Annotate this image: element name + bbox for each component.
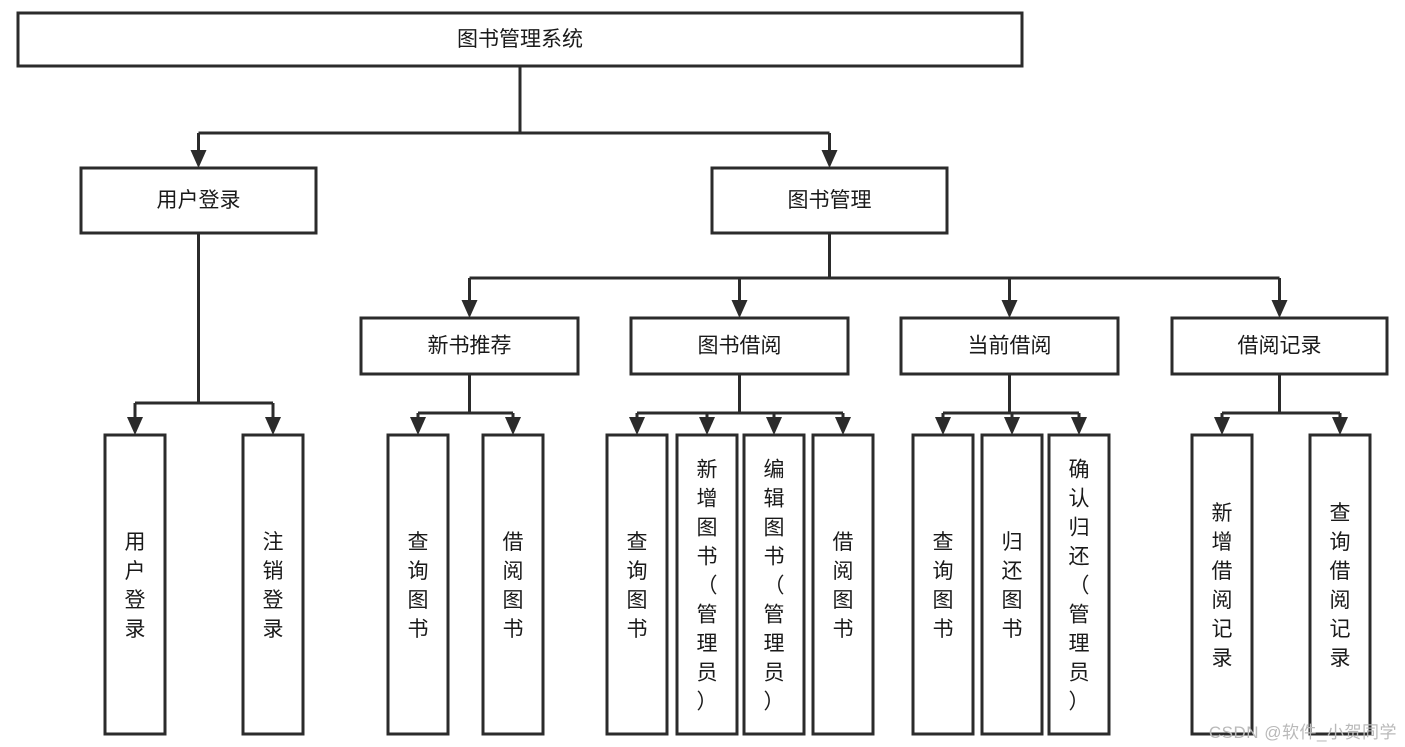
node-leaf-user-login-box[interactable] <box>103 433 167 736</box>
node-leaf-query-record[interactable]: 查询借阅记录 <box>1308 433 1372 736</box>
arrow-head-icon <box>629 417 645 435</box>
node-leaf-query-book-3[interactable]: 查询图书 <box>911 433 975 736</box>
arrow-head-icon <box>835 417 851 435</box>
node-current-borrow-box[interactable] <box>899 316 1120 376</box>
arrow-head-icon <box>935 417 951 435</box>
arrow-head-icon <box>1004 417 1020 435</box>
node-leaf-borrow-book-1-box[interactable] <box>481 433 545 736</box>
node-leaf-borrow-book-2[interactable]: 借阅图书 <box>811 433 875 736</box>
node-user-login-label: 用户登录 <box>157 189 241 212</box>
node-book-borrow-label: 图书借阅 <box>698 335 782 358</box>
node-leaf-return-book[interactable]: 归还图书 <box>980 433 1044 736</box>
arrow-head-icon <box>821 150 838 168</box>
node-leaf-query-record-label: 查询借阅记录 <box>1330 502 1351 670</box>
arrow-head-icon <box>265 417 281 435</box>
node-leaf-return-book-label: 归还图书 <box>1002 531 1023 641</box>
node-leaf-query-book-3-box[interactable] <box>911 433 975 736</box>
node-leaf-borrow-book-2-label: 借阅图书 <box>833 531 854 641</box>
arrow-head-icon <box>1214 417 1230 435</box>
node-book-manage-label: 图书管理 <box>788 189 872 212</box>
node-new-book-recommend-box[interactable] <box>359 316 580 376</box>
arrow-head-icon <box>766 417 782 435</box>
arrow-head-icon <box>410 417 426 435</box>
arrow-head-icon <box>699 417 715 435</box>
node-root-box[interactable] <box>16 11 1024 68</box>
node-book-borrow-box[interactable] <box>629 316 850 376</box>
node-leaf-add-book-label: 新增图书（管理员） <box>697 459 718 714</box>
arrow-head-icon <box>190 150 207 168</box>
node-new-book-recommend[interactable]: 新书推荐 <box>359 316 580 376</box>
node-book-manage-box[interactable] <box>710 166 949 235</box>
node-leaf-user-login-label: 用户登录 <box>125 531 146 641</box>
node-leaf-user-login[interactable]: 用户登录 <box>103 433 167 736</box>
node-current-borrow[interactable]: 当前借阅 <box>899 316 1120 376</box>
node-leaf-user-logout-box[interactable] <box>241 433 305 736</box>
node-leaf-query-book-2-box[interactable] <box>605 433 669 736</box>
node-book-manage[interactable]: 图书管理 <box>710 166 949 235</box>
node-leaf-user-logout[interactable]: 注销登录 <box>241 433 305 736</box>
node-leaf-query-book-1[interactable]: 查询图书 <box>386 433 450 736</box>
node-user-login[interactable]: 用户登录 <box>79 166 318 235</box>
node-user-login-box[interactable] <box>79 166 318 235</box>
node-leaf-edit-book-label: 编辑图书（管理员） <box>764 459 785 714</box>
node-root-label: 图书管理系统 <box>457 28 583 51</box>
arrow-head-icon <box>1271 300 1288 318</box>
arrow-head-icon <box>505 417 521 435</box>
node-borrow-record[interactable]: 借阅记录 <box>1170 316 1389 376</box>
node-current-borrow-label: 当前借阅 <box>968 335 1052 358</box>
arrow-head-icon <box>1001 300 1018 318</box>
node-leaf-borrow-book-2-box[interactable] <box>811 433 875 736</box>
node-leaf-edit-book[interactable]: 编辑图书（管理员） <box>742 433 806 736</box>
node-borrow-record-label: 借阅记录 <box>1238 335 1322 358</box>
arrow-head-icon <box>127 417 143 435</box>
node-new-book-recommend-label: 新书推荐 <box>428 335 512 358</box>
node-leaf-confirm-return-label: 确认归还（管理员） <box>1069 459 1090 714</box>
node-root[interactable]: 图书管理系统 <box>16 11 1024 68</box>
node-leaf-edit-book-box[interactable] <box>742 433 806 736</box>
node-leaf-borrow-book-1-label: 借阅图书 <box>503 531 524 641</box>
node-leaf-query-book-2-label: 查询图书 <box>627 531 648 641</box>
node-leaf-user-logout-label: 注销登录 <box>263 531 284 641</box>
node-book-borrow[interactable]: 图书借阅 <box>629 316 850 376</box>
node-leaf-query-record-box[interactable] <box>1308 433 1372 736</box>
node-leaf-query-book-1-label: 查询图书 <box>408 531 429 641</box>
node-leaf-add-book[interactable]: 新增图书（管理员） <box>675 433 739 736</box>
node-leaf-confirm-return[interactable]: 确认归还（管理员） <box>1047 433 1111 736</box>
node-leaf-query-book-3-label: 查询图书 <box>933 531 954 641</box>
node-leaf-query-book-1-box[interactable] <box>386 433 450 736</box>
node-leaf-add-record-label: 新增借阅记录 <box>1212 502 1233 670</box>
arrow-head-icon <box>731 300 748 318</box>
node-leaf-add-record[interactable]: 新增借阅记录 <box>1190 433 1254 736</box>
arrow-head-icon <box>461 300 478 318</box>
arrow-head-icon <box>1332 417 1348 435</box>
node-leaf-return-book-box[interactable] <box>980 433 1044 736</box>
node-leaf-add-record-box[interactable] <box>1190 433 1254 736</box>
node-borrow-record-box[interactable] <box>1170 316 1389 376</box>
node-leaf-add-book-box[interactable] <box>675 433 739 736</box>
node-leaf-borrow-book-1[interactable]: 借阅图书 <box>481 433 545 736</box>
arrow-head-icon <box>1071 417 1087 435</box>
node-leaf-confirm-return-box[interactable] <box>1047 433 1111 736</box>
csdn-watermark: CSDN @软件_小贺同学 <box>1208 723 1397 742</box>
node-leaf-query-book-2[interactable]: 查询图书 <box>605 433 669 736</box>
